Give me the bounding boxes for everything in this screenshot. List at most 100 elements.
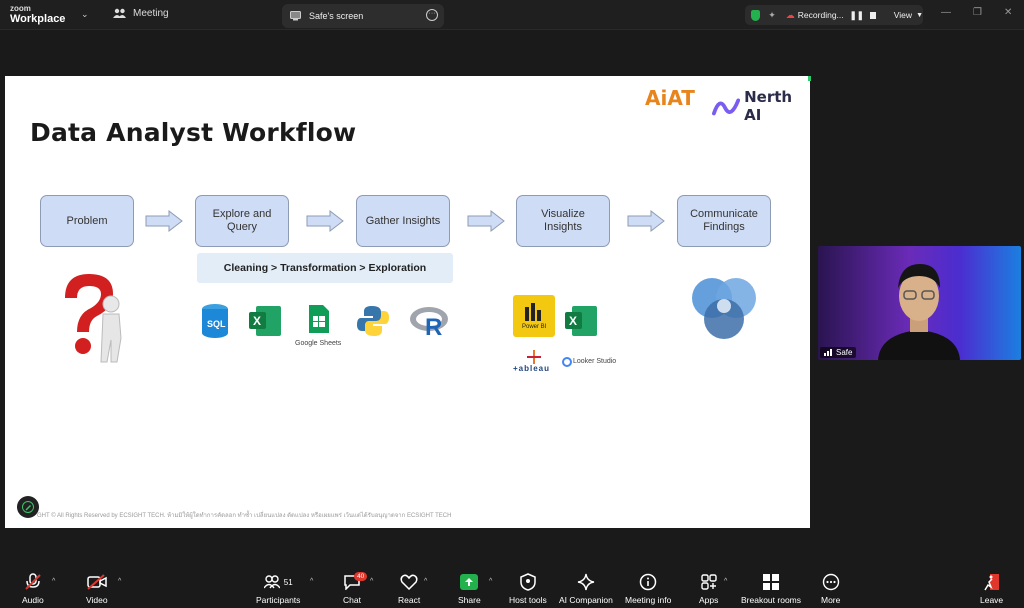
meeting-tab[interactable]: Meeting: [113, 8, 169, 19]
video-button[interactable]: Video: [86, 572, 108, 605]
participant-video-tile[interactable]: Safe: [818, 246, 1021, 360]
react-button[interactable]: React: [398, 572, 420, 605]
sparkle-icon: [577, 573, 595, 591]
meeting-tab-label: Meeting: [133, 8, 169, 19]
more-options-icon[interactable]: ···: [426, 9, 438, 21]
participants-icon: [263, 575, 280, 589]
participant-avatar: [878, 264, 960, 360]
process-subtitle: Cleaning > Transformation > Exploration: [197, 253, 453, 283]
step-problem: Problem: [40, 195, 134, 247]
apps-caret-icon[interactable]: ^: [724, 578, 728, 585]
host-tools-label: Host tools: [509, 595, 547, 605]
restore-icon[interactable]: ❐: [973, 7, 982, 18]
mic-muted-icon: [25, 573, 41, 590]
chat-caret-icon[interactable]: ^: [370, 578, 374, 585]
pen-icon: [22, 501, 34, 513]
audio-caret-icon[interactable]: ^: [52, 578, 56, 585]
video-caret-icon[interactable]: ^: [118, 578, 122, 585]
chat-label: Chat: [343, 595, 361, 605]
participants-caret-icon[interactable]: ^: [310, 578, 314, 585]
power-bi-label: Power BI: [522, 324, 547, 330]
share-tab-label: Safe's screen: [309, 11, 364, 21]
flow-arrow-icon: [627, 210, 665, 232]
ai-companion-button[interactable]: AI Companion: [559, 572, 613, 605]
title-bar: zoom Workplace ⌄ Meeting Safe's screen ·…: [0, 0, 1024, 30]
sql-database-icon: [202, 304, 228, 338]
pause-icon[interactable]: ❚❚: [849, 9, 864, 20]
step-visualize-insights: Visualize Insights: [516, 195, 610, 247]
participants-button[interactable]: 51 Participants: [256, 572, 300, 605]
question-mark-figure-icon: [65, 274, 122, 363]
view-menu[interactable]: View: [893, 10, 913, 20]
step-gather-insights: Gather Insights: [356, 195, 450, 247]
close-icon[interactable]: ✕: [1004, 7, 1013, 18]
workplace-brand-text: Workplace: [10, 13, 66, 25]
audio-button[interactable]: Audio: [22, 572, 44, 605]
breakout-grid-icon: [763, 574, 779, 590]
share-indicator: [808, 76, 811, 81]
share-caret-icon[interactable]: ^: [489, 578, 493, 585]
svg-text:X: X: [253, 314, 261, 328]
react-caret-icon[interactable]: ^: [424, 578, 428, 585]
stop-icon[interactable]: [869, 11, 876, 19]
info-icon: [639, 573, 657, 591]
step-explore-query: Explore and Query: [195, 195, 289, 247]
screen-share-tab[interactable]: Safe's screen ···: [282, 4, 444, 28]
zoom-brand-text: zoom: [10, 4, 31, 13]
view-chevron-icon[interactable]: ▼: [916, 11, 923, 19]
apps-icon: [700, 574, 717, 590]
flow-arrow-icon: [306, 210, 344, 232]
host-tools-button[interactable]: Host tools: [509, 572, 547, 605]
slide-title: Data Analyst Workflow: [30, 118, 357, 147]
breakout-rooms-button[interactable]: Breakout rooms: [741, 572, 801, 605]
recording-status-pill: ✦ ☁ Recording... ❚❚ View ▼: [745, 5, 923, 25]
looker-studio-icon: [562, 357, 572, 367]
more-label: More: [821, 595, 841, 605]
step-communicate-findings: Communicate Findings: [677, 195, 771, 247]
meeting-toolbar: Audio ^ Video ^ 51 Participants ^ Chat 4…: [0, 568, 1024, 608]
annotate-pen-button[interactable]: [17, 496, 39, 518]
participants-count: 51: [283, 577, 293, 587]
recording-label: Recording...: [797, 10, 844, 20]
svg-text:R: R: [425, 314, 442, 337]
shared-screen-slide: AiAT Nerth AI Data Analyst Workflow Prob…: [5, 76, 810, 528]
ai-sparkle-icon[interactable]: ✦: [768, 9, 776, 20]
leave-button[interactable]: Leave: [980, 572, 1003, 605]
camera-off-icon: [87, 574, 107, 590]
participants-label: Participants: [256, 595, 301, 605]
shield-icon: [520, 573, 536, 591]
signal-bars-icon: [824, 349, 832, 356]
nerth-ai-logo: Nerth AI: [712, 88, 810, 124]
minimize-icon[interactable]: —: [941, 7, 951, 18]
share-label: Share: [458, 595, 481, 605]
meeting-info-label: Meeting info: [625, 595, 672, 605]
google-sheets-label: Google Sheets: [295, 340, 342, 347]
meeting-info-button[interactable]: Meeting info: [625, 572, 671, 605]
python-icon: [357, 306, 389, 336]
chat-unread-badge: 40: [354, 572, 368, 581]
excel-icon: X: [249, 306, 281, 336]
leave-door-icon: [983, 574, 999, 591]
svg-text:X: X: [569, 314, 577, 328]
screen-icon: [290, 11, 301, 21]
people-icon: [113, 8, 126, 18]
leave-label: Leave: [980, 595, 1004, 605]
chevron-down-icon[interactable]: ⌄: [81, 9, 89, 19]
power-bi-icon: [513, 295, 555, 337]
venn-diagram-icon: [692, 278, 756, 339]
google-sheets-icon: [309, 305, 329, 333]
apps-label: Apps: [699, 595, 719, 605]
copyright-footer: GHT © All Rights Reserved by ECSIGHT TEC…: [37, 513, 452, 519]
zoom-workplace-logo[interactable]: zoom Workplace: [10, 4, 66, 25]
flow-arrow-icon: [467, 210, 505, 232]
share-button[interactable]: Share: [458, 572, 481, 605]
participant-name-tag: Safe: [820, 347, 857, 358]
r-language-icon: R: [410, 307, 448, 337]
looker-studio-label: Looker Studio: [573, 358, 617, 365]
apps-button[interactable]: Apps: [699, 572, 718, 605]
more-button[interactable]: More: [821, 572, 840, 605]
participant-name: Safe: [836, 348, 853, 357]
tableau-label: +ableau: [513, 364, 551, 373]
react-label: React: [398, 595, 421, 605]
aiat-logo: AiAT: [645, 86, 695, 110]
